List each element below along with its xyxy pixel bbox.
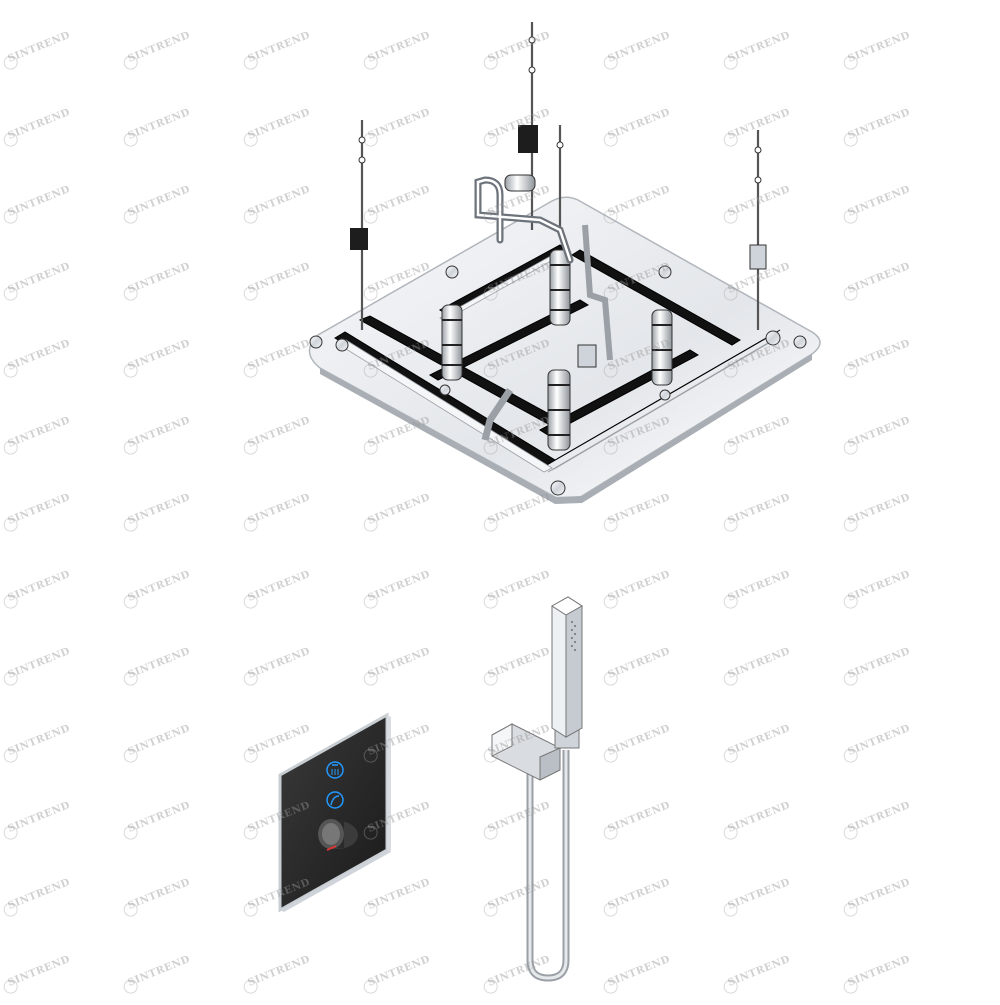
thermostatic-mixer-icon [278,712,391,913]
hand-shower-icon [326,791,344,809]
corner-bolts [309,265,807,496]
valve-cylinders [441,249,673,451]
temperature-knob [318,819,358,851]
ceiling-rain-shower-panel-icon [308,22,821,504]
shower-hose [526,750,570,982]
rain-shower-icon [326,761,344,779]
hand-shower-kit-icon [491,596,583,982]
